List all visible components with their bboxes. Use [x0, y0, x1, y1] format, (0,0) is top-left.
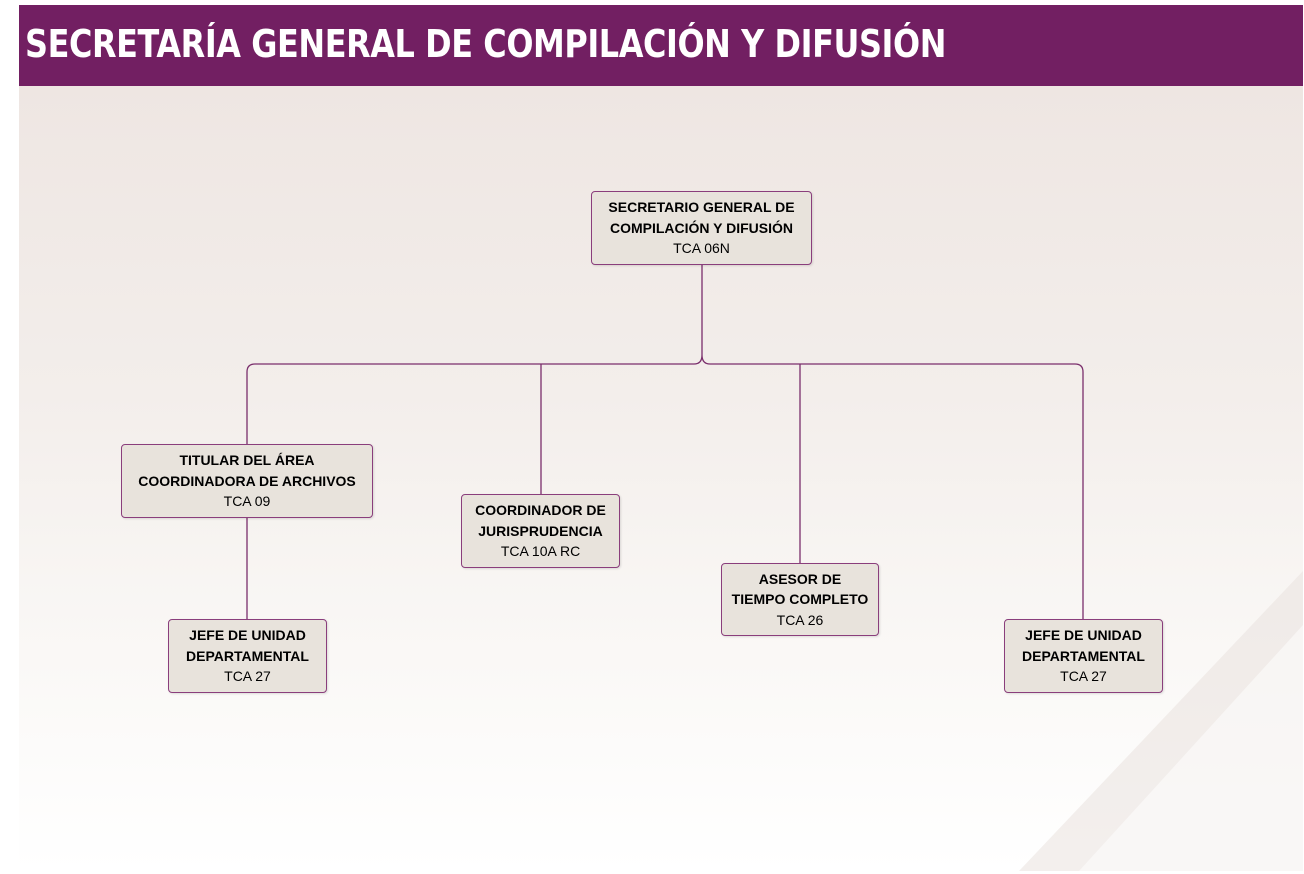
node-title-line: COORDINADORA DE ARCHIVOS [138, 472, 356, 489]
node-code: TCA 10A RC [500, 543, 581, 560]
node-title-line: JEFE DE UNIDAD [1025, 627, 1142, 644]
node-title-line: ASESOR DE [758, 570, 842, 587]
node-title-line: JURISPRUDENCIA [478, 522, 603, 539]
org-node-jefe-unidad-left: JEFE DE UNIDAD DEPARTAMENTAL TCA 27 [168, 619, 327, 693]
org-node-titular-archivos: TITULAR DEL ÁREA COORDINADORA DE ARCHIVO… [121, 444, 373, 518]
node-title-line: TITULAR DEL ÁREA [179, 452, 315, 469]
title-bar: SECRETARÍA GENERAL DE COMPILACIÓN Y DIFU… [19, 5, 1303, 86]
org-node-jefe-unidad-right: JEFE DE UNIDAD DEPARTAMENTAL TCA 27 [1004, 619, 1163, 693]
node-code: TCA 27 [1060, 668, 1107, 685]
node-code: TCA 06N [673, 240, 730, 257]
org-node-coordinador-jurisprudencia: COORDINADOR DE JURISPRUDENCIA TCA 10A RC [461, 494, 620, 568]
slide-canvas: SECRETARÍA GENERAL DE COMPILACIÓN Y DIFU… [19, 5, 1303, 871]
org-node-secretario-general: SECRETARIO GENERAL DE COMPILACIÓN Y DIFU… [591, 191, 812, 265]
page-title: SECRETARÍA GENERAL DE COMPILACIÓN Y DIFU… [25, 22, 947, 66]
background-decoration [1019, 571, 1303, 871]
node-code: TCA 26 [776, 611, 824, 628]
node-code: TCA 27 [224, 668, 271, 685]
node-title-line: TIEMPO COMPLETO [731, 591, 869, 608]
org-node-asesor: ASESOR DE TIEMPO COMPLETO TCA 26 [721, 563, 879, 636]
node-title-line: DEPARTAMENTAL [186, 647, 309, 664]
node-title-line: SECRETARIO GENERAL DE [608, 199, 795, 216]
node-title-line: COORDINADOR DE [475, 502, 606, 519]
node-title-line: DEPARTAMENTAL [1022, 647, 1145, 664]
node-title-line: JEFE DE UNIDAD [189, 627, 306, 644]
node-code: TCA 09 [223, 493, 271, 510]
node-title-line: COMPILACIÓN Y DIFUSIÓN [609, 219, 794, 236]
